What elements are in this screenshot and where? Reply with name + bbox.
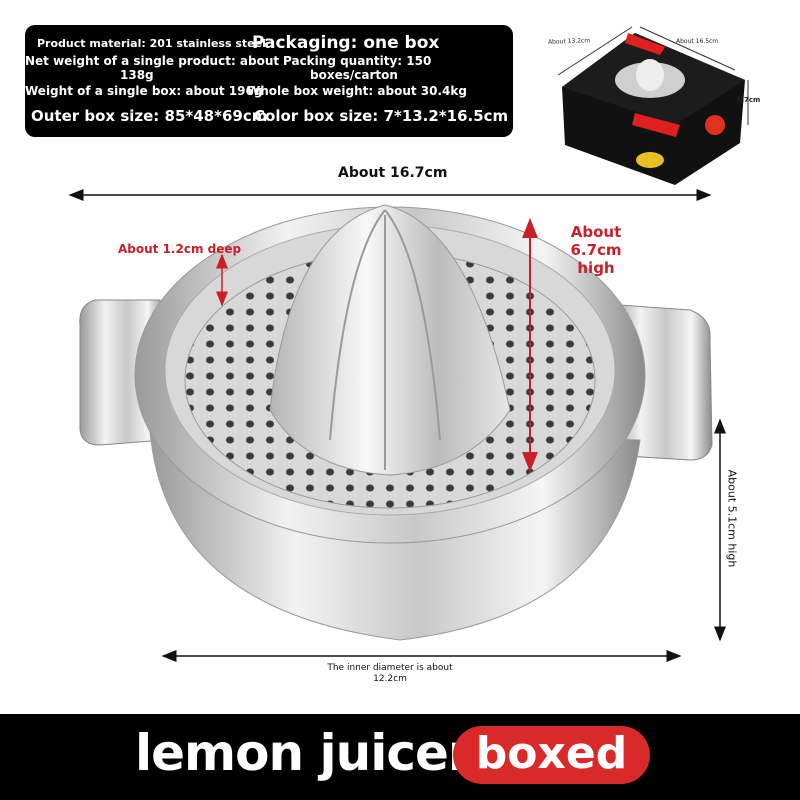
spec-color-box-size: Color box size: 7*13.2*16.5cm [254,107,509,125]
box-height-label: 约7cm [737,96,761,104]
box-drawing [557,26,749,185]
cone-height-value: About 6.7cm [570,223,622,259]
spec-packaging: Packaging: one box [252,33,440,53]
spec-single-box-weight: Weight of a single box: about 196g [25,84,263,98]
spec-net-weight-value: 138g [120,68,154,82]
inner-diameter-value: 12.2cm [373,674,407,684]
box-length-label: About 16.5cm [676,38,719,45]
juicer-illustration [68,189,726,662]
spec-material: Product material: 201 stainless steel [37,37,266,50]
inner-diameter-label: The inner diameter is about 12.2cm [300,663,480,685]
spec-net-weight: Net weight of a single product: about [25,54,280,68]
cone-height-unit: high [577,259,615,277]
spec-whole-box-weight: Whole box weight: about 30.4kg [247,84,467,98]
spec-packing-qty: Packing quantity: 150 [283,54,432,68]
spec-panel: Product material: 201 stainless steel Pa… [25,25,513,137]
depth-label: About 1.2cm deep [118,242,242,256]
reamer-cone [269,204,511,476]
spec-outer-box-size: Outer box size: 85*48*69cm [31,107,268,125]
bowl-height-label: About 5.1cm high [725,469,739,568]
overall-width-label: About 16.7cm [338,165,448,181]
boxed-badge: boxed [453,726,650,784]
product-box-image: About 13.2cm About 16.5cm 约7cm [540,25,780,195]
title-banner: lemon juicer boxed [0,714,800,800]
inner-diameter-text: The inner diameter is about [327,663,453,673]
spec-packing-qty-unit: boxes/carton [310,68,398,82]
banner-title: lemon juicer [135,724,473,782]
cone-height-label: About 6.7cm high [543,223,649,277]
